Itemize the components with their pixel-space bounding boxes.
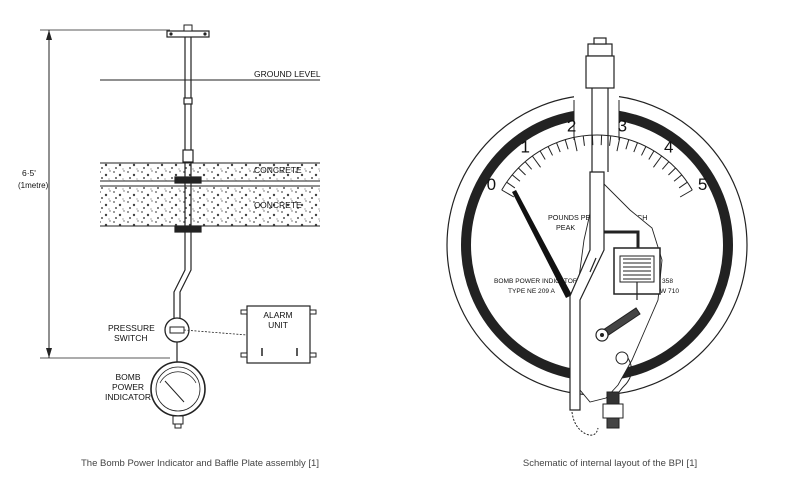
pressure-switch-label-line1: PRESSURE bbox=[108, 323, 155, 333]
bpi-label-line3: INDICATOR bbox=[105, 392, 151, 402]
baffle-plate-assembly-diagram: GROUND LEVEL CONCRETE CONCRETE 6·5' (1me… bbox=[18, 24, 321, 429]
scale-number-0: 0 bbox=[487, 175, 496, 194]
pressure-capsule bbox=[604, 230, 661, 300]
minor-tick bbox=[661, 161, 670, 170]
minor-tick bbox=[539, 150, 546, 160]
concrete-bottom-label: CONCRETE bbox=[254, 200, 302, 210]
bottom-chain bbox=[571, 411, 599, 436]
pressure-switch bbox=[164, 317, 248, 343]
minor-tick bbox=[641, 146, 647, 156]
alarm-unit bbox=[240, 305, 317, 364]
major-tick bbox=[679, 189, 693, 198]
height-unit-label: (1metre) bbox=[18, 181, 49, 190]
dial-ref-text-line1: 358 bbox=[662, 278, 673, 285]
alarm-unit-label-line2: UNIT bbox=[268, 320, 288, 330]
major-tick bbox=[501, 189, 515, 198]
minor-tick bbox=[556, 142, 561, 153]
minor-tick bbox=[625, 139, 630, 150]
minor-tick bbox=[511, 174, 521, 182]
dial-pointer-needle bbox=[512, 190, 572, 298]
minor-tick bbox=[582, 135, 585, 146]
left-diagram-panel: GROUND LEVEL CONCRETE CONCRETE 6·5' (1me… bbox=[18, 24, 321, 469]
major-tick bbox=[616, 137, 621, 152]
height-dimension bbox=[40, 29, 170, 359]
height-value-label: 6·5' bbox=[22, 168, 36, 178]
scale-number-5: 5 bbox=[698, 175, 707, 194]
major-tick bbox=[653, 155, 663, 168]
major-tick bbox=[573, 137, 578, 152]
minor-tick bbox=[678, 181, 688, 189]
minor-tick bbox=[673, 174, 683, 182]
electrical-connector bbox=[602, 391, 624, 429]
scale-number-3: 3 bbox=[618, 117, 627, 136]
concrete-layer-bottom bbox=[100, 185, 320, 227]
dial-ref-text-line2: W 710 bbox=[660, 288, 679, 295]
dial-maker-text-line1: BOMB POWER INDICATOR bbox=[494, 278, 578, 285]
scale-number-1: 1 bbox=[521, 137, 530, 156]
minor-tick bbox=[648, 150, 655, 160]
concrete-top-label: CONCRETE bbox=[254, 165, 302, 175]
minor-tick bbox=[633, 142, 638, 153]
bpi-label-line1: BOMB bbox=[115, 372, 140, 382]
dial-scale-ticks bbox=[501, 134, 693, 198]
minor-tick bbox=[524, 161, 533, 170]
scale-number-2: 2 bbox=[567, 117, 576, 136]
major-tick bbox=[531, 155, 541, 168]
stem-tube bbox=[569, 37, 615, 411]
minor-tick bbox=[518, 167, 526, 176]
right-figure-caption: Schematic of internal layout of the BPI … bbox=[522, 458, 698, 469]
pipe bbox=[173, 37, 202, 362]
scale-arc bbox=[501, 134, 693, 191]
left-figure-caption: The Bomb Power Indicator and Baffle Plat… bbox=[81, 458, 319, 469]
alarm-unit-label-line1: ALARM bbox=[263, 310, 292, 320]
minor-tick bbox=[564, 139, 569, 150]
bomb-power-indicator-gauge bbox=[150, 361, 206, 429]
baffle-plate bbox=[166, 24, 210, 38]
minor-tick bbox=[506, 181, 516, 189]
minor-tick bbox=[547, 146, 553, 156]
minor-tick bbox=[668, 167, 676, 176]
minor-tick bbox=[609, 135, 612, 146]
dial-maker-text-line2: TYPE NE 209 A bbox=[508, 288, 556, 295]
stem-ring-gap bbox=[574, 90, 619, 140]
ground-level-label: GROUND LEVEL bbox=[254, 69, 321, 79]
dial-unit-text-line2: PEAK bbox=[556, 223, 575, 232]
dial-scale-numbers: 0 1 2 3 4 5 bbox=[487, 117, 708, 194]
bpi-label-line2: POWER bbox=[112, 382, 144, 392]
scale-number-4: 4 bbox=[664, 137, 673, 156]
concrete-layer-top bbox=[100, 162, 320, 182]
lever-arm bbox=[595, 307, 641, 342]
pressure-switch-label-line2: SWITCH bbox=[114, 333, 148, 343]
